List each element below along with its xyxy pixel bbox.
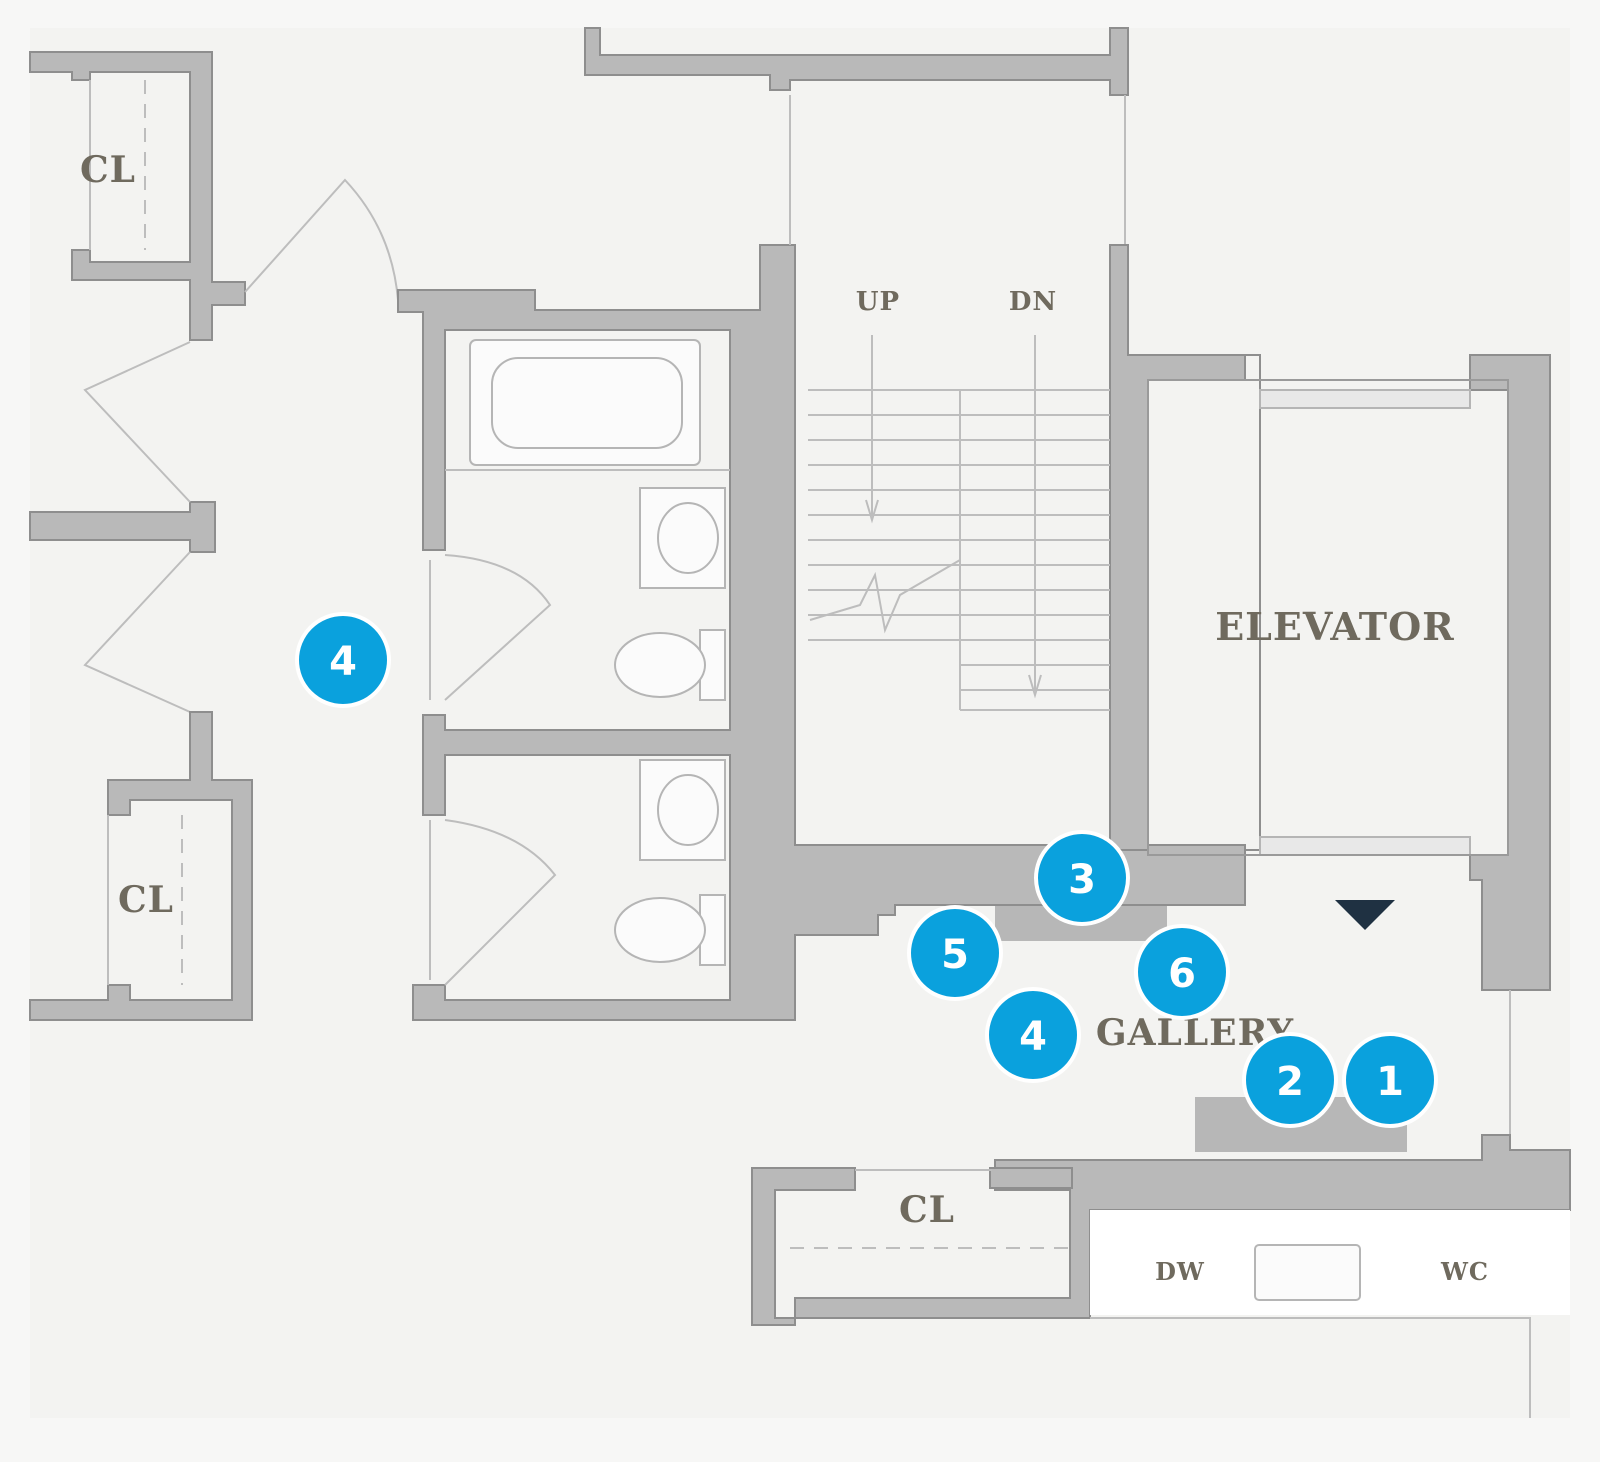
wall-left-mid [29, 501, 216, 553]
marker-6[interactable]: 6 [1134, 924, 1230, 1020]
elevator-door-bottom [1259, 836, 1471, 856]
stair-break [809, 559, 961, 634]
stair-up-label: UP [856, 287, 900, 317]
bathtub-basin [491, 357, 683, 449]
stair-down-arrowhead [1028, 674, 1042, 699]
closet-bottom-label: CL [899, 1189, 955, 1231]
sink-lower-bowl [657, 774, 719, 846]
sink-upper-bowl [657, 502, 719, 574]
wall-elevator-right [1469, 354, 1551, 991]
closet-top-label: CL [80, 149, 136, 191]
dw-label: DW [1155, 1257, 1205, 1286]
wall-top-stair [584, 27, 1129, 96]
marker-4-gallery[interactable]: 4 [985, 987, 1081, 1083]
kitchen-outline [1090, 1317, 1531, 1418]
elevator-label: ELEVATOR [1215, 604, 1455, 649]
wall-bottom-closet [751, 1134, 1571, 1326]
door-swing-upper [83, 341, 191, 503]
toilet-upper-bowl [614, 632, 706, 698]
elevator-door-top [1259, 389, 1471, 409]
bath-door-upper [444, 554, 552, 701]
north-arrow-icon [1335, 900, 1395, 930]
toilet-lower-bowl [614, 897, 706, 963]
door-swing-lower [83, 551, 191, 713]
door-swing-top [244, 178, 399, 301]
marker-2[interactable]: 2 [1242, 1032, 1338, 1128]
stair-up-arrowhead [865, 499, 879, 524]
bath-door-lower [444, 819, 557, 986]
marker-5[interactable]: 5 [907, 905, 1003, 1001]
kitchen-sink [1254, 1244, 1361, 1301]
marker-1[interactable]: 1 [1342, 1032, 1438, 1128]
wc-label: WC [1440, 1257, 1489, 1286]
elevator-shaft [1147, 379, 1509, 856]
marker-3[interactable]: 3 [1034, 830, 1130, 926]
wall-closet-jamb [989, 1167, 1073, 1189]
marker-4-left[interactable]: 4 [295, 612, 391, 708]
stair-treads [808, 389, 1110, 711]
closet-left-label: CL [118, 879, 174, 921]
wall-closet-top [29, 51, 246, 341]
stair-down-label: DN [1009, 287, 1057, 317]
